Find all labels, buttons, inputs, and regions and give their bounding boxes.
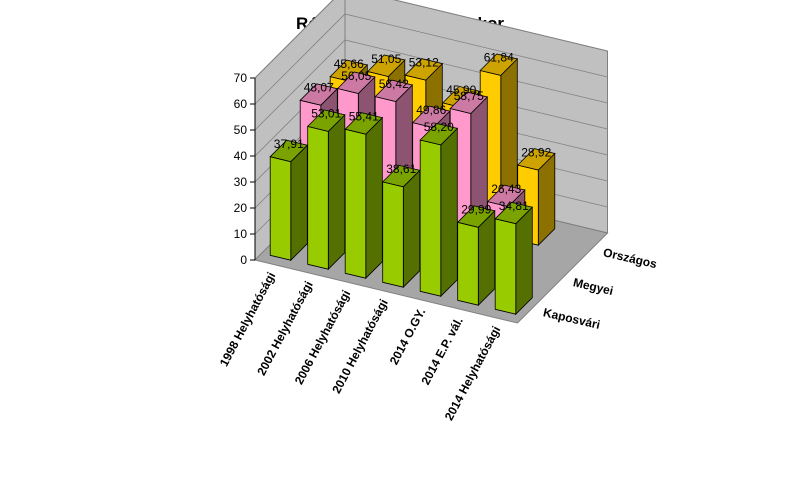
bar-top bbox=[306, 109, 346, 132]
data-label: 58,75 bbox=[454, 89, 484, 103]
bar-top bbox=[479, 53, 519, 76]
bar-top bbox=[381, 164, 421, 188]
data-label: 26,43 bbox=[491, 182, 521, 196]
y-tick-label: 0 bbox=[240, 253, 247, 267]
bar bbox=[494, 201, 534, 316]
bar-top bbox=[486, 184, 526, 207]
bar-side bbox=[515, 206, 533, 316]
gridline bbox=[254, 13, 608, 105]
bar-side bbox=[327, 113, 346, 271]
bar bbox=[419, 123, 459, 298]
bar-side bbox=[402, 169, 421, 289]
data-label: 53,01 bbox=[311, 107, 341, 121]
bar-top bbox=[344, 112, 384, 135]
data-label: 45,66 bbox=[334, 57, 364, 71]
bar-top bbox=[299, 83, 339, 106]
data-label: 51,05 bbox=[371, 52, 401, 66]
bar bbox=[269, 139, 309, 262]
bar-side bbox=[440, 127, 458, 298]
data-label: 61,84 bbox=[484, 51, 514, 65]
data-label: 53,12 bbox=[409, 55, 439, 69]
category-label: 2014 O.GY. bbox=[387, 306, 428, 367]
bar-top bbox=[516, 148, 556, 171]
bar-front bbox=[457, 221, 479, 306]
data-label: 38,61 bbox=[386, 162, 416, 176]
bar-front bbox=[307, 125, 329, 270]
bar-side bbox=[365, 116, 383, 280]
category-label: 2014 E.P. vál. bbox=[418, 315, 465, 387]
bar-top bbox=[329, 59, 369, 82]
series-label: Megyei bbox=[572, 275, 615, 298]
bar-side bbox=[290, 144, 308, 262]
bar-front bbox=[419, 139, 442, 297]
data-label: 37,91 bbox=[274, 137, 304, 151]
series-label: Országos bbox=[602, 245, 659, 271]
data-label: 28,92 bbox=[521, 145, 551, 159]
data-label: 58,20 bbox=[424, 120, 454, 134]
y-tick-label: 60 bbox=[234, 97, 248, 111]
y-tick-label: 20 bbox=[234, 201, 248, 215]
data-label: 29,99 bbox=[461, 203, 491, 217]
y-tick-label: 10 bbox=[234, 227, 248, 241]
bar-top bbox=[494, 201, 534, 225]
data-label: 56,42 bbox=[379, 77, 409, 91]
y-tick-label: 70 bbox=[234, 71, 248, 85]
bar bbox=[381, 164, 421, 289]
data-label: 55,41 bbox=[349, 109, 379, 123]
data-label: 56,05 bbox=[341, 69, 371, 83]
gridline bbox=[254, 39, 608, 131]
data-label: 49,86 bbox=[416, 103, 446, 117]
y-tick-label: 50 bbox=[234, 123, 248, 137]
bar-top bbox=[456, 205, 496, 228]
bar bbox=[344, 112, 384, 280]
bar-top bbox=[449, 91, 489, 114]
bar-front bbox=[382, 181, 404, 288]
y-tick-label: 40 bbox=[234, 149, 248, 163]
bar bbox=[456, 205, 496, 307]
bar bbox=[306, 109, 346, 271]
bar-front bbox=[344, 128, 367, 279]
bar-front bbox=[494, 218, 517, 315]
bar-top bbox=[419, 123, 459, 146]
bar-top bbox=[404, 58, 444, 81]
series-label: Kaposvári bbox=[542, 305, 602, 332]
bar-top bbox=[411, 105, 451, 129]
bar-front bbox=[269, 156, 292, 261]
bars-layer bbox=[269, 53, 556, 316]
data-label: 34,81 bbox=[499, 199, 529, 213]
y-tick-label: 30 bbox=[234, 175, 248, 189]
bar-top bbox=[336, 71, 376, 94]
bar-top bbox=[374, 79, 414, 102]
data-label: 48,07 bbox=[304, 81, 334, 95]
bar-top bbox=[366, 54, 406, 77]
bar-top bbox=[269, 139, 309, 163]
gridline bbox=[254, 0, 608, 79]
data-label: 45,90 bbox=[446, 83, 476, 97]
